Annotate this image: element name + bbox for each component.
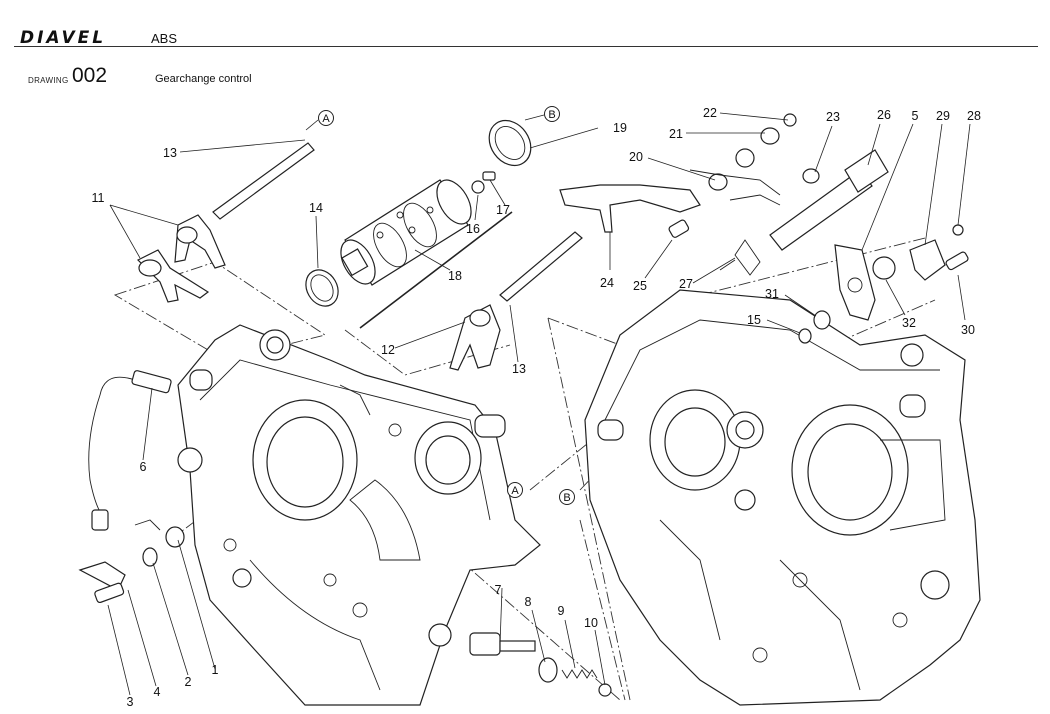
callout-23: 23 — [826, 110, 840, 124]
callout-28: 28 — [967, 109, 981, 123]
callout-11: 11 — [92, 191, 105, 205]
small-parts-left — [78, 119, 612, 697]
callout-5: 5 — [912, 109, 919, 123]
callout-29: 29 — [936, 109, 950, 123]
selector-drum — [340, 179, 513, 329]
callout-20: 20 — [629, 150, 643, 164]
shift-forks — [136, 142, 583, 371]
callout-18: 18 — [448, 269, 462, 283]
callout-17: 17 — [496, 203, 510, 217]
callout-14: 14 — [309, 201, 323, 215]
reference-b-mid — [559, 489, 575, 505]
reference-b-top-label: B — [548, 109, 555, 121]
reference-b-mid-label: B — [563, 492, 570, 504]
brand-logo: DIAVEL — [20, 28, 107, 48]
right-crankcase — [584, 289, 981, 706]
reference-a-top — [318, 110, 334, 126]
callout-2: 2 — [185, 675, 192, 689]
callout-16: 16 — [466, 222, 480, 236]
reference-a-mid — [507, 482, 523, 498]
callout-13: 13 — [163, 146, 177, 160]
callout-24: 24 — [600, 276, 614, 290]
leader-lines — [107, 112, 971, 696]
callout-1: 1 — [212, 663, 219, 677]
callout-31: 31 — [765, 287, 779, 301]
callout-21: 21 — [669, 127, 683, 141]
model-variant: ABS — [151, 31, 178, 46]
reference-a-top-label: A — [322, 113, 330, 125]
callout-26: 26 — [877, 108, 891, 122]
callout-27: 27 — [679, 277, 693, 291]
callout-12: 12 — [381, 343, 395, 357]
callout-4: 4 — [154, 685, 161, 699]
callout-22: 22 — [703, 106, 717, 120]
drawing-number: 002 — [72, 64, 108, 87]
reference-markers: A B A B — [305, 106, 575, 505]
callout-19: 19 — [613, 121, 627, 135]
callout-30: 30 — [961, 323, 975, 337]
callout-25: 25 — [633, 279, 647, 293]
callout-13b: 13 — [512, 362, 526, 376]
callout-3: 3 — [127, 695, 134, 709]
header-rule — [14, 46, 1038, 47]
small-parts-right — [559, 113, 969, 344]
drawing-label: DRAWING — [28, 76, 69, 85]
reference-b-top — [544, 106, 560, 122]
header: DIAVEL ABS — [0, 0, 1050, 50]
callout-labels: 1 2 3 4 5 6 7 8 9 10 11 12 13 13 14 15 1… — [92, 106, 981, 709]
callout-10: 10 — [584, 616, 598, 630]
left-crankcase — [177, 324, 541, 706]
callout-9: 9 — [558, 604, 565, 618]
callout-15: 15 — [747, 313, 761, 327]
callout-7: 7 — [495, 583, 502, 597]
callout-32: 32 — [902, 316, 916, 330]
reference-a-mid-label: A — [511, 485, 519, 497]
callout-8: 8 — [525, 595, 532, 609]
callout-6: 6 — [140, 460, 147, 474]
drawing-title: Gearchange control — [155, 73, 252, 85]
